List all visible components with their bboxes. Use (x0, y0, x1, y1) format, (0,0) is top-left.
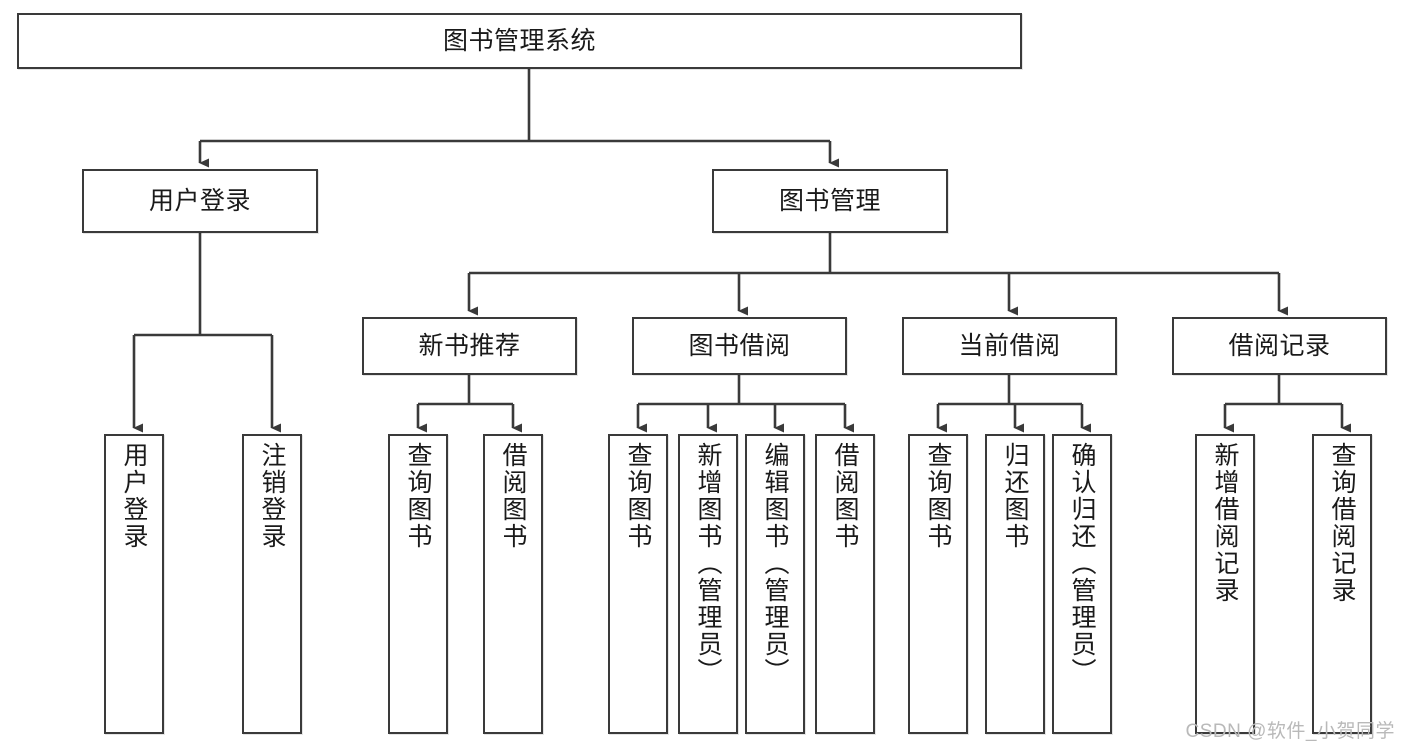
watermark: CSDN @软件_小贺同学 (1185, 721, 1395, 742)
node-book-management-label: 图书管理 (778, 186, 881, 215)
leaf-label: 注销登录 (258, 442, 286, 550)
leaf-label: 确认归还（管理员） (1068, 442, 1096, 685)
leaf-add-book-admin[interactable]: 新增图书（管理员） (678, 434, 738, 734)
leaf-add-borrow-record[interactable]: 新增借阅记录 (1195, 434, 1255, 734)
leaf-label: 用户登录 (120, 442, 148, 550)
leaf-label: 新增借阅记录 (1211, 442, 1239, 604)
leaf-query-borrow-record[interactable]: 查询借阅记录 (1312, 434, 1372, 734)
node-current-borrow[interactable]: 当前借阅 (902, 317, 1117, 375)
leaf-label: 查询图书 (624, 442, 652, 550)
leaf-label: 查询图书 (924, 442, 952, 550)
node-new-book-recommend-label: 新书推荐 (418, 331, 521, 360)
leaf-label: 新增图书（管理员） (694, 442, 722, 685)
node-user-login-label: 用户登录 (148, 186, 251, 215)
leaf-return-book[interactable]: 归还图书 (985, 434, 1045, 734)
node-borrow-record[interactable]: 借阅记录 (1172, 317, 1387, 375)
node-user-login[interactable]: 用户登录 (82, 169, 318, 233)
leaf-label: 归还图书 (1001, 442, 1029, 550)
leaf-borrow-book[interactable]: 借阅图书 (815, 434, 875, 734)
node-book-borrow[interactable]: 图书借阅 (632, 317, 847, 375)
leaf-label: 借阅图书 (831, 442, 859, 550)
leaf-query-book-recommend[interactable]: 查询图书 (388, 434, 448, 734)
leaf-user-login[interactable]: 用户登录 (104, 434, 164, 734)
leaf-query-book-borrow[interactable]: 查询图书 (608, 434, 668, 734)
leaf-edit-book-admin[interactable]: 编辑图书（管理员） (745, 434, 805, 734)
leaf-borrow-book-recommend[interactable]: 借阅图书 (483, 434, 543, 734)
leaf-logout[interactable]: 注销登录 (242, 434, 302, 734)
node-new-book-recommend[interactable]: 新书推荐 (362, 317, 577, 375)
node-current-borrow-label: 当前借阅 (958, 331, 1061, 360)
leaf-label: 借阅图书 (499, 442, 527, 550)
node-borrow-record-label: 借阅记录 (1228, 331, 1331, 360)
leaf-label: 查询图书 (404, 442, 432, 550)
leaf-label: 编辑图书（管理员） (761, 442, 789, 685)
leaf-query-book-current[interactable]: 查询图书 (908, 434, 968, 734)
leaf-confirm-return-admin[interactable]: 确认归还（管理员） (1052, 434, 1112, 734)
leaf-label: 查询借阅记录 (1328, 442, 1356, 604)
node-book-management[interactable]: 图书管理 (712, 169, 948, 233)
node-book-borrow-label: 图书借阅 (688, 331, 791, 360)
node-root[interactable]: 图书管理系统 (17, 13, 1022, 69)
node-root-label: 图书管理系统 (442, 26, 596, 55)
